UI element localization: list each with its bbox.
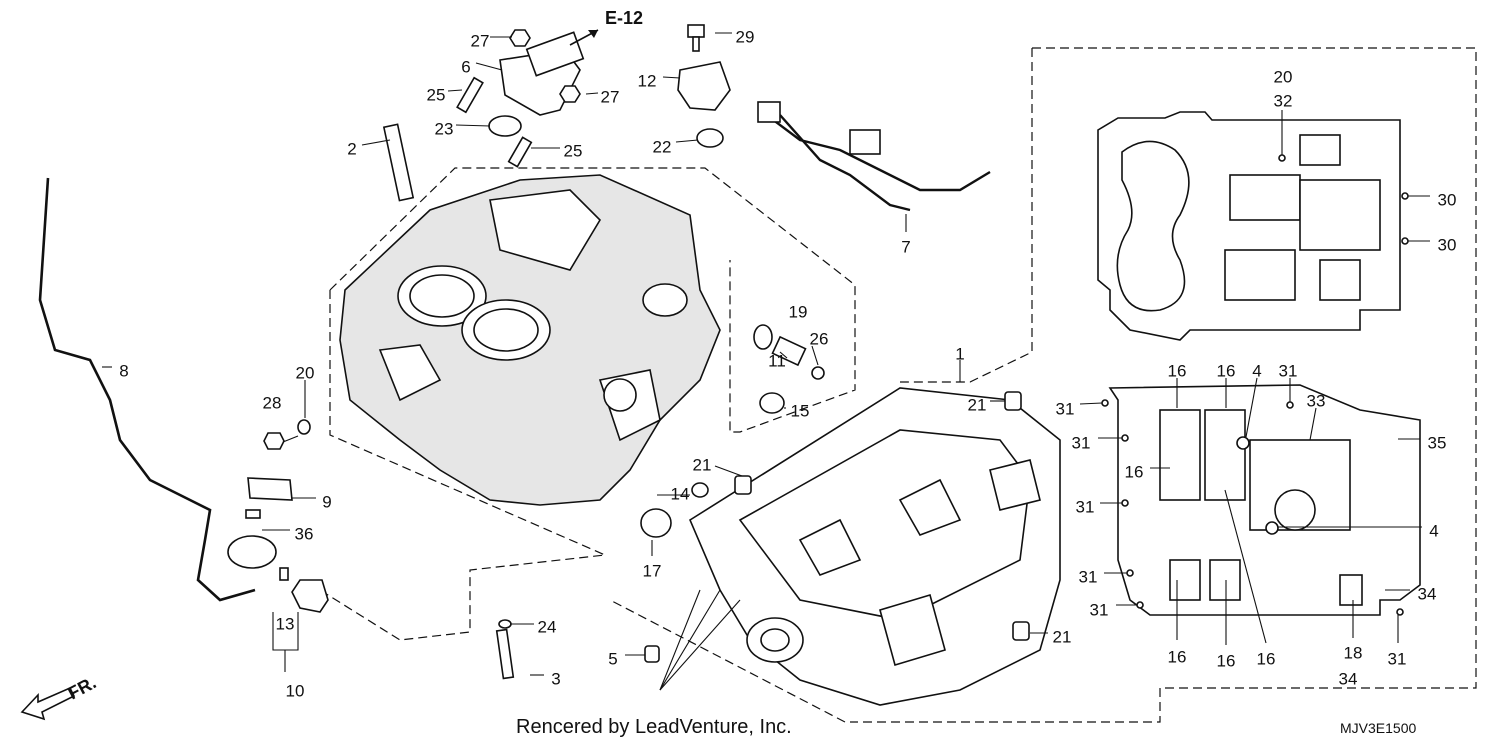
- callout-c14: 14: [671, 484, 690, 503]
- callout-c17: 17: [643, 561, 662, 580]
- leader-lines: [102, 32, 1430, 691]
- diagram-code: MJV3E1500: [1340, 720, 1416, 736]
- callout-c21a: 21: [968, 395, 987, 414]
- callout-c25a: 25: [427, 85, 446, 104]
- callout-c11: 11: [768, 351, 786, 370]
- callout-c35: 35: [1428, 433, 1447, 452]
- callout-c13: 13: [276, 614, 295, 633]
- callout-c10: 10: [286, 681, 305, 700]
- callout-c15: 15: [791, 401, 810, 420]
- callout-c36: 36: [295, 524, 314, 543]
- callout-c30b: 30: [1438, 235, 1457, 254]
- callout-c4a: 4: [1252, 361, 1261, 380]
- callout-c31c: 31: [1076, 497, 1095, 516]
- callout-c20a: 20: [296, 363, 315, 382]
- reference-e12-label: E-12: [605, 8, 643, 28]
- callout-c23: 23: [435, 119, 454, 138]
- callout-c26: 26: [810, 329, 829, 348]
- callout-c16b: 16: [1217, 361, 1236, 380]
- callout-c34a: 34: [1418, 584, 1437, 603]
- callout-c27a: 27: [471, 31, 490, 50]
- upper-gasket-outline: [1097, 111, 1409, 341]
- callout-c5: 5: [608, 649, 617, 668]
- callout-c25b: 25: [564, 141, 583, 160]
- assembly-outlines: [319, 47, 1477, 723]
- callout-c12: 12: [638, 71, 657, 90]
- front-direction-arrow: FR.: [20, 672, 99, 721]
- callout-c32: 32: [1274, 91, 1293, 110]
- reference-e12: E-12: [569, 8, 643, 46]
- lower-gasket-outline: [1101, 384, 1421, 616]
- callout-c31a: 31: [1056, 399, 1075, 418]
- credit-text: Rencered by LeadVenture, Inc.: [516, 716, 792, 738]
- callout-c7: 7: [901, 237, 910, 256]
- callout-c20b: 20: [1274, 67, 1293, 86]
- callout-c34b: 34: [1339, 669, 1358, 688]
- callout-c3: 3: [551, 669, 560, 688]
- upper-crankcase: [339, 174, 721, 506]
- callout-c31d: 31: [1079, 567, 1098, 586]
- callout-c31g: 31: [1388, 649, 1407, 668]
- callout-c31b: 31: [1072, 433, 1091, 452]
- callout-c6: 6: [461, 57, 470, 76]
- callout-c33: 33: [1307, 391, 1326, 410]
- callout-c16c: 16: [1125, 462, 1144, 481]
- callout-c1: 1: [955, 344, 964, 363]
- callout-c16f: 16: [1257, 649, 1276, 668]
- callout-c31f: 31: [1279, 361, 1298, 380]
- callout-c27b: 27: [601, 87, 620, 106]
- callout-c18: 18: [1344, 643, 1363, 662]
- callout-c2: 2: [347, 139, 356, 158]
- callout-c30a: 30: [1438, 190, 1457, 209]
- callout-c19: 19: [789, 302, 808, 321]
- callout-c16d: 16: [1168, 647, 1187, 666]
- callout-c8: 8: [119, 361, 128, 380]
- callout-c28: 28: [263, 393, 282, 412]
- callout-c9: 9: [322, 492, 331, 511]
- lower-crankcase: [688, 387, 1061, 706]
- callout-c21c: 21: [1053, 627, 1072, 646]
- callout-c21b: 21: [693, 455, 712, 474]
- callout-c16a: 16: [1168, 361, 1187, 380]
- hardware-parts: [38, 24, 1030, 680]
- callout-c22: 22: [653, 137, 672, 156]
- callout-c16e: 16: [1217, 651, 1236, 670]
- callout-c4b: 4: [1429, 521, 1438, 540]
- callout-c29: 29: [736, 27, 755, 46]
- callout-c31e: 31: [1090, 600, 1109, 619]
- callout-c24: 24: [538, 617, 557, 636]
